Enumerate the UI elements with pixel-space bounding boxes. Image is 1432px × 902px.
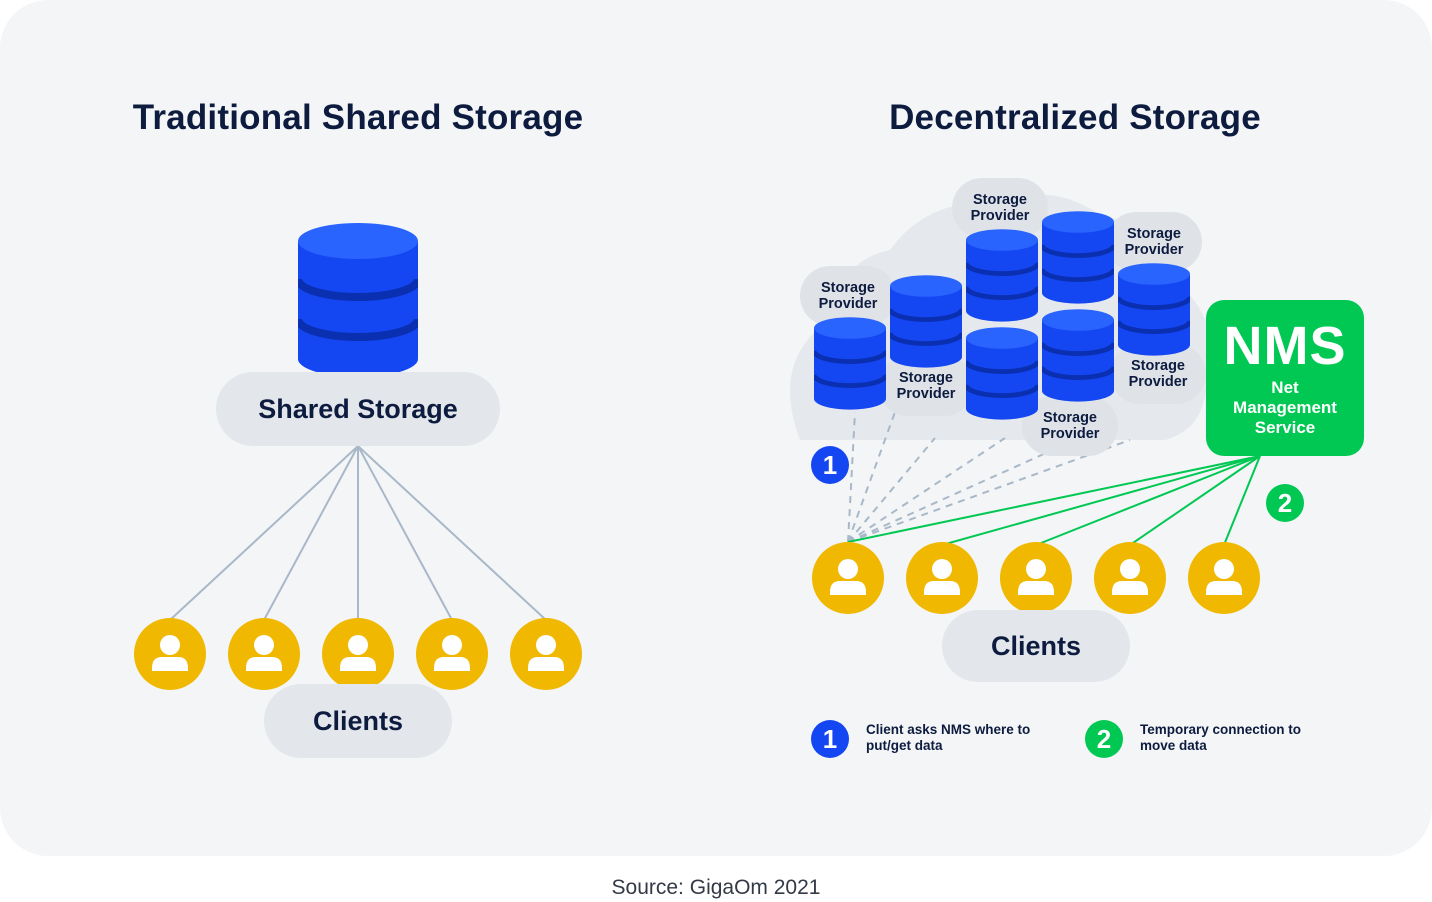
storage-provider-label: Storage Provider [1022, 396, 1118, 456]
storage-provider-database-icon [1118, 263, 1190, 355]
shared-storage-label: Shared Storage [216, 372, 500, 446]
right-clients-label: Clients [942, 610, 1130, 682]
right-title: Decentralized Storage [889, 98, 1261, 137]
legend-1-text: Client asks NMS where to put/get data [866, 722, 1031, 753]
storage-provider-database-icon [966, 327, 1038, 419]
nms-box: NMS Net Management Service [1206, 300, 1364, 456]
nms-abbreviation: NMS [1223, 316, 1347, 376]
legend-2-badge: 2 [1085, 720, 1123, 758]
storage-provider-database-icon [1042, 211, 1114, 303]
nms-full-name: Net Management Service [1233, 378, 1337, 437]
storage-provider-database-icon [890, 275, 962, 367]
storage-provider-database-icon [814, 317, 886, 409]
left-connection-lines [169, 445, 547, 621]
nms-connection-lines [847, 455, 1261, 546]
storage-provider-database-icon [966, 229, 1038, 321]
storage-provider-label: Storage Provider [952, 178, 1048, 238]
left-title: Traditional Shared Storage [132, 98, 584, 137]
storage-provider-database-icon [1042, 309, 1114, 401]
step-1-badge: 1 [811, 446, 849, 484]
dashed-request-lines [847, 411, 1131, 543]
storage-provider-label: Storage Provider [800, 266, 896, 326]
legend-1-badge: 1 [811, 720, 849, 758]
step-2-badge: 2 [1266, 484, 1304, 522]
legend-2-text: Temporary connection to move data [1140, 722, 1302, 753]
storage-provider-label: Storage Provider [1106, 212, 1202, 272]
source-caption: Source: GigaOm 2021 [611, 876, 821, 899]
left-clients-label: Clients [264, 684, 452, 758]
